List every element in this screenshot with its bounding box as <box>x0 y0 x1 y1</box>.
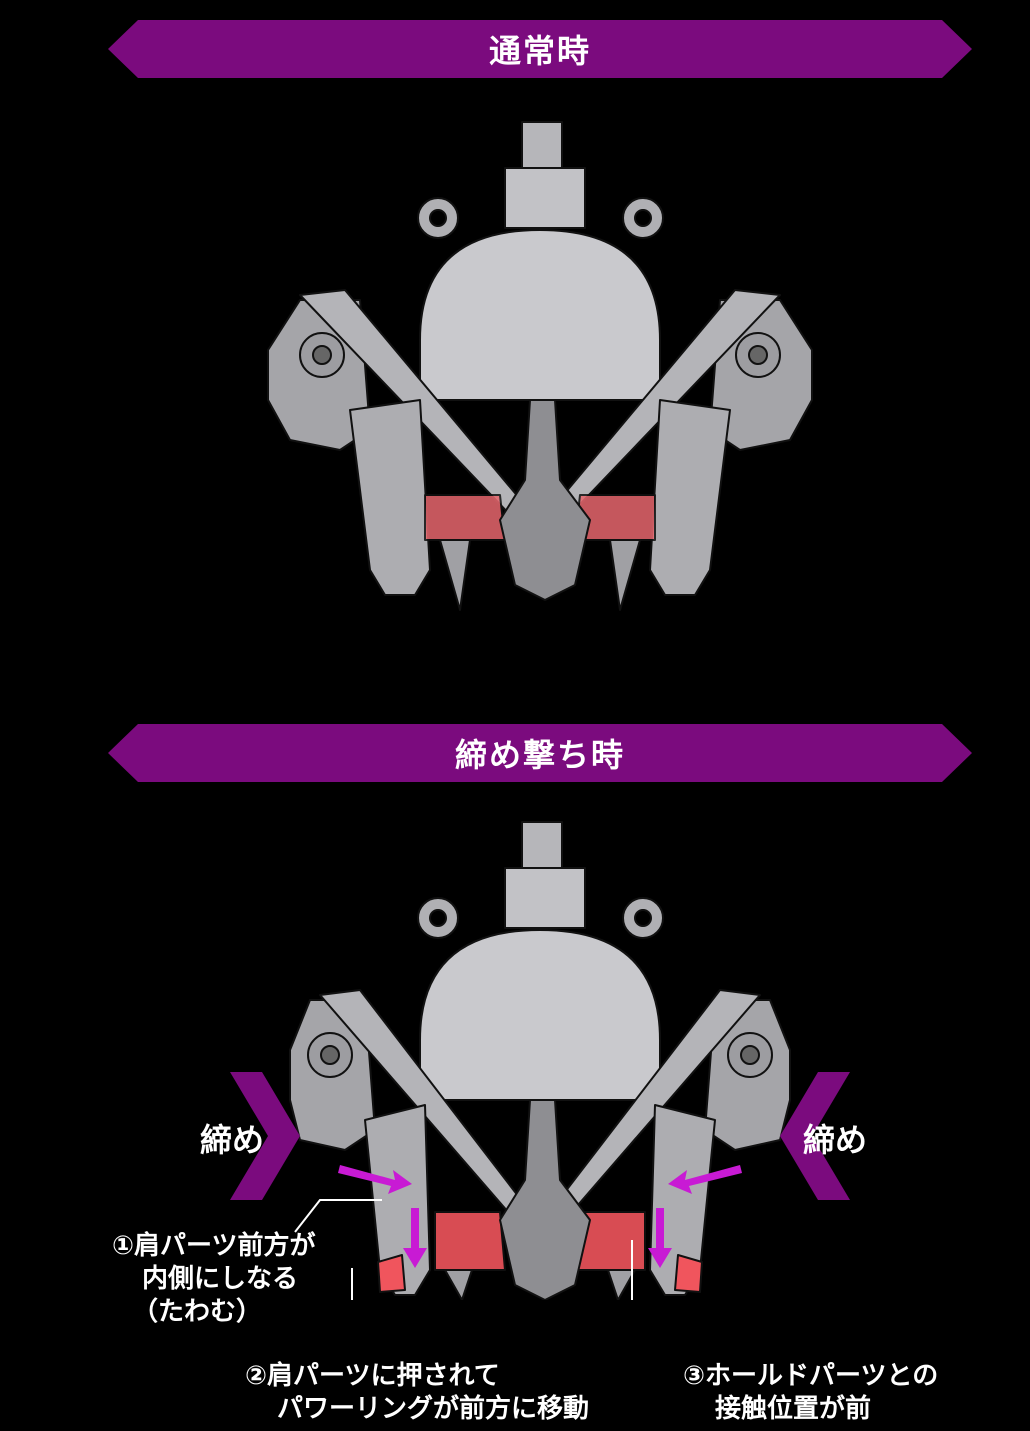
chevron-right-icon <box>230 1072 300 1200</box>
model-tight-illustration <box>230 821 850 1300</box>
model-normal-illustration <box>267 121 813 611</box>
annotation-3: ③ホールドパーツとの 接触位置が前 <box>683 1361 939 1424</box>
section-title-tight: 締め撃ち時 <box>454 736 625 774</box>
banner-shape <box>108 20 972 78</box>
annotation-2: ②肩パーツに押されて パワーリングが前方に移動 <box>245 1361 590 1424</box>
leader-lines <box>294 1199 633 1300</box>
squeeze-label-right: 締め <box>803 1121 868 1159</box>
chevron-left-icon <box>780 1072 850 1200</box>
movement-arrows <box>338 1165 742 1268</box>
annotation-1: ①肩パーツ前方が 内側にしなる （たわむ） <box>112 1231 316 1327</box>
section-banner-normal: 通常時 <box>108 20 972 78</box>
section-banner-tight: 締め撃ち時 <box>108 724 972 782</box>
section-title-normal: 通常時 <box>488 32 591 70</box>
squeeze-label-left: 締め <box>200 1121 265 1159</box>
banner-shape <box>108 724 972 782</box>
